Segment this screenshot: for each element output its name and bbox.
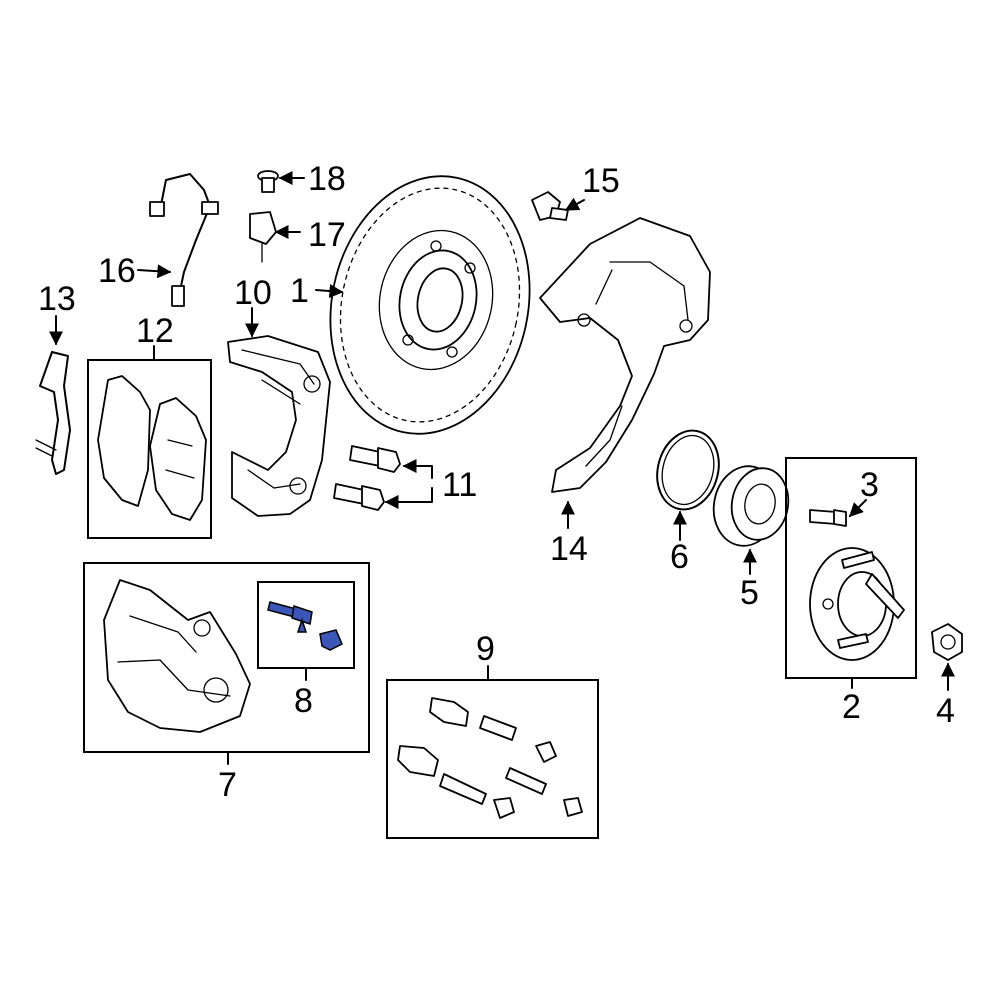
pin-kit[interactable] [397,697,583,819]
callout-2: 2 [842,688,861,726]
guide-pin-cap[interactable] [319,629,343,651]
callout-6: 6 [670,538,689,576]
callout-13: 13 [38,280,76,318]
caliper-guide-pin[interactable] [267,601,313,633]
brake-pads[interactable] [97,375,207,521]
callout-3: 3 [860,466,879,504]
shield-bolt[interactable] [531,191,569,221]
wheel-hub[interactable] [809,547,905,661]
wear-sensor[interactable] [249,211,277,263]
callout-9: 9 [476,630,495,668]
brake-caliper[interactable] [103,579,251,733]
dust-shield[interactable] [539,217,711,493]
callout-10: 10 [234,274,272,312]
hub-nut[interactable] [931,623,963,661]
anti-rattle-clip[interactable] [35,351,71,475]
callout-5: 5 [740,574,759,612]
brake-pads-box [87,359,212,539]
small-bolt[interactable] [257,170,279,193]
wheel-stud[interactable] [809,509,847,527]
callout-labels: 1 2 3 4 5 6 7 8 9 10 11 12 13 14 15 16 1… [38,160,955,804]
caliper-box [83,562,370,753]
callout-11: 11 [442,466,477,504]
callout-1: 1 [290,272,309,310]
callout-7: 7 [218,766,237,804]
callout-16: 16 [98,252,136,290]
pin-kit-box [386,679,599,839]
callout-12: 12 [136,312,174,350]
caliper-bracket[interactable] [227,335,331,517]
callout-4: 4 [936,692,955,730]
callout-17: 17 [308,216,346,254]
leader-lines [49,171,955,765]
bracket-bolt-upper[interactable] [349,445,401,473]
wheel-bearing[interactable] [708,461,794,551]
brake-rotor[interactable] [307,157,553,452]
callout-8: 8 [294,682,313,720]
guide-pin-box [257,581,355,669]
brake-hose[interactable] [149,173,219,307]
bracket-bolt-lower[interactable] [333,483,385,511]
callout-18: 18 [308,160,346,198]
snap-ring[interactable] [649,424,728,517]
callout-15: 15 [582,162,620,200]
callout-14: 14 [550,530,588,568]
